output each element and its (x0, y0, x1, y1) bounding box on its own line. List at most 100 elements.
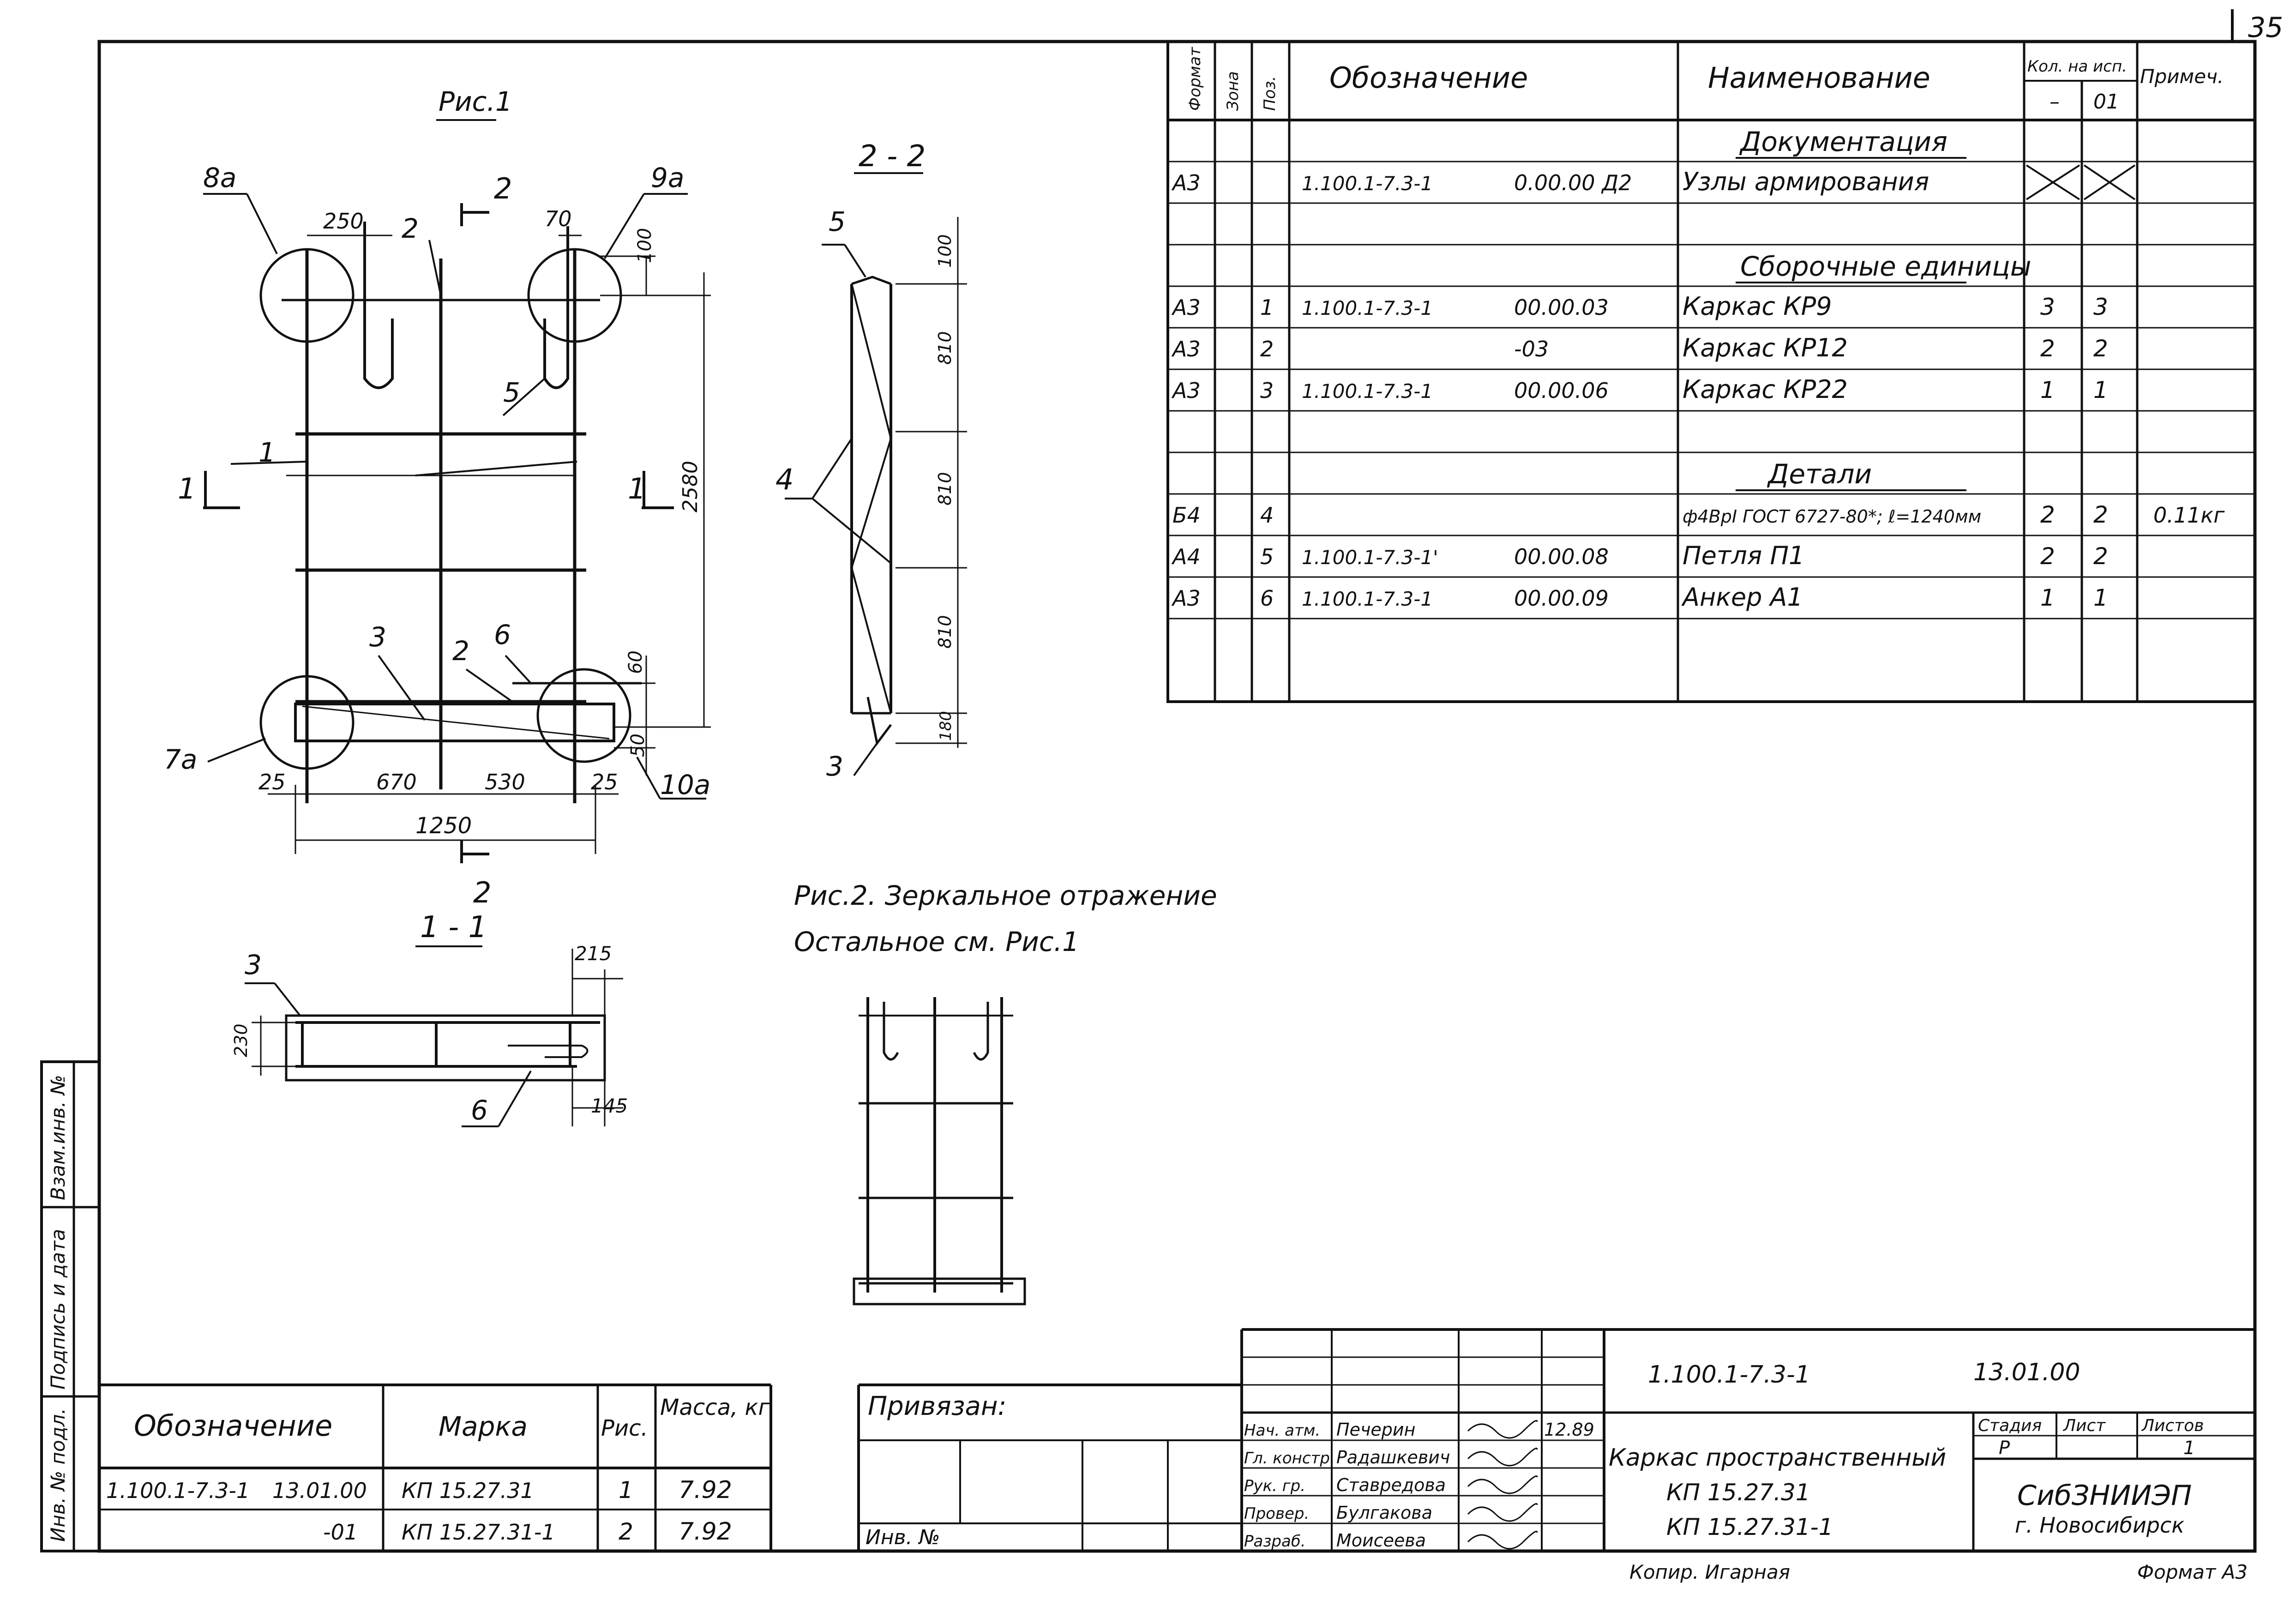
title-person: Моисеева (1336, 1530, 1426, 1551)
spec-cell-pos: 2 (1260, 337, 1274, 361)
binding-inv: Инв. № (866, 1526, 940, 1549)
mass-cell-fig: 1 (619, 1477, 633, 1504)
title-org-city: г. Новосибирск (2015, 1513, 2184, 1538)
signature-scribble (1467, 1531, 1538, 1550)
figure-1: Рис.1 (164, 86, 711, 909)
label-pos-3: 3 (369, 621, 386, 653)
section-2-2-title: 2 - 2 (859, 139, 926, 174)
spec-cell-format: А4 (1171, 544, 1201, 569)
sec22-dim-180: 180 (937, 711, 955, 741)
sec11-pos-6: 6 (471, 1095, 488, 1126)
mass-cell-mark: КП 15.27.31 (402, 1478, 534, 1503)
spec-cell-pos: 5 (1260, 544, 1274, 569)
title-sheets-label: Листов (2141, 1416, 2204, 1435)
mass-cell-desig-2: -01 (323, 1520, 358, 1545)
dim-60: 60 (625, 650, 646, 674)
section-1-1-title: 1 - 1 (420, 910, 487, 944)
spec-cell-name: Петля П1 (1683, 541, 1804, 570)
spec-cell-qty-a: 1 (2040, 377, 2055, 403)
dim-50: 50 (627, 734, 649, 757)
spec-cell-format: А3 (1171, 586, 1201, 611)
title-stage-label: Стадия (1978, 1416, 2042, 1435)
spec-cell-qty-b: 1 (2093, 377, 2108, 403)
section-1-1: 1 - 1 3 6 215 230 145 (231, 910, 628, 1127)
sec22-dim-810-1: 810 (935, 331, 955, 365)
footer-copied: Копир. Игарная (1629, 1561, 1790, 1583)
title-role: Разраб. (1244, 1532, 1306, 1551)
mass-header-mark: Марка (439, 1411, 528, 1442)
spec-cell-pos: 1 (1260, 295, 1274, 320)
header-designation: Обозначение (1329, 61, 1528, 95)
mass-cell-fig: 2 (619, 1518, 633, 1545)
spec-cell-qty-a: 2 (2040, 501, 2055, 528)
label-node-8a: 8а (203, 162, 236, 193)
spec-cell-designation: 1.100.1-7.3-1' (1302, 546, 1438, 569)
spec-cell-format: А3 (1171, 337, 1201, 361)
spec-cell-designation-2: 00.00.08 (1514, 544, 1609, 569)
fig1-title: Рис.1 (439, 86, 512, 117)
side-stamp-replace-inv: Взам.инв. № (47, 1075, 69, 1200)
spec-cell-qty-b: 2 (2093, 543, 2108, 570)
spec-cross-mark (2026, 164, 2080, 200)
title-person: Ставредова (1336, 1475, 1446, 1495)
spec-cell-qty-a: 2 (2040, 543, 2055, 570)
title-person: Печерин (1336, 1420, 1415, 1440)
signature-scribble (1467, 1420, 1538, 1439)
spec-cell-format: А3 (1171, 170, 1201, 195)
spec-cell-name: ф4ВрI ГОСТ 6727-80*; ℓ=1240мм (1683, 506, 1981, 527)
spec-cell-note: 0.11кг (2153, 503, 2225, 528)
sec22-dim-100: 100 (935, 234, 955, 268)
title-person: Булгакова (1336, 1503, 1432, 1523)
title-date: 12.89 (1544, 1420, 1594, 1440)
title-sheets: 1 (2183, 1438, 2195, 1459)
spec-cell-pos: 4 (1260, 503, 1274, 528)
mass-cell-desig: 1.100.1-7.3-1 (106, 1478, 250, 1503)
spec-cell-qty-a: 3 (2040, 294, 2055, 320)
sec22-pos-5: 5 (829, 206, 846, 237)
spec-cell-designation-2: 00.00.09 (1514, 586, 1609, 611)
title-code: 1.100.1-7.3-1 (1648, 1361, 1810, 1389)
spec-cell-qty-a: 1 (2040, 584, 2055, 611)
fig2-caption-1: Рис.2. Зеркальное отражение (794, 880, 1217, 911)
spec-cell-qty-b: 3 (2093, 294, 2108, 320)
title-product-name: Каркас пространственный (1609, 1444, 1946, 1472)
title-role: Провер. (1244, 1504, 1309, 1523)
spec-cell-designation-2: 00.00.03 (1514, 295, 1609, 320)
side-stamp-inv-orig: Инв. № подл. (47, 1408, 69, 1542)
mass-table: Обозначение Марка Рис. Масса, кг 1.100.1… (99, 1383, 772, 1551)
label-node-10a: 10а (660, 769, 710, 800)
sec11-dim-215: 215 (575, 942, 612, 965)
dim-250: 250 (323, 209, 364, 234)
signature-scribble (1467, 1448, 1538, 1467)
mass-header-mass: Масса, кг (660, 1395, 770, 1420)
title-stage: Р (1999, 1438, 2010, 1459)
spec-cell-name: Каркас КР12 (1683, 333, 1848, 362)
spec-cell-designation-2: -03 (1514, 337, 1549, 361)
header-note: Примеч. (2140, 65, 2224, 88)
title-code2: 13.01.00 (1973, 1359, 2080, 1386)
mass-cell-mass: 7.92 (679, 1476, 732, 1504)
spec-cross-mark (2083, 164, 2136, 200)
dim-530: 530 (485, 770, 525, 794)
spec-cell-qty-a: 2 (2040, 335, 2055, 362)
header-pos: Поз. (1261, 76, 1279, 111)
mass-header-fig: Рис. (601, 1415, 648, 1441)
sec11-pos-3: 3 (245, 949, 262, 980)
dim-25-right: 25 (591, 770, 618, 794)
spec-cell-pos: 6 (1260, 586, 1274, 611)
spec-cell-qty-b: 2 (2093, 501, 2108, 528)
header-zone: Зона (1224, 71, 1242, 111)
label-pos-1: 1 (258, 437, 276, 468)
spec-cell-format: Б4 (1172, 503, 1201, 528)
sec22-pos-3: 3 (826, 751, 843, 782)
figure-2: Рис.2. Зеркальное отражение Остальное см… (794, 880, 1217, 1305)
spec-cell-name: Анкер А1 (1681, 583, 1803, 612)
title-role: Рук. гр. (1244, 1477, 1305, 1495)
label-cut-1-right: 1 (628, 472, 646, 505)
header-format: Формат (1186, 47, 1204, 111)
spec-cell-designation-2: 00.00.06 (1514, 378, 1609, 403)
dim-100: 100 (634, 228, 655, 263)
title-sheet-label: Лист (2062, 1416, 2106, 1435)
